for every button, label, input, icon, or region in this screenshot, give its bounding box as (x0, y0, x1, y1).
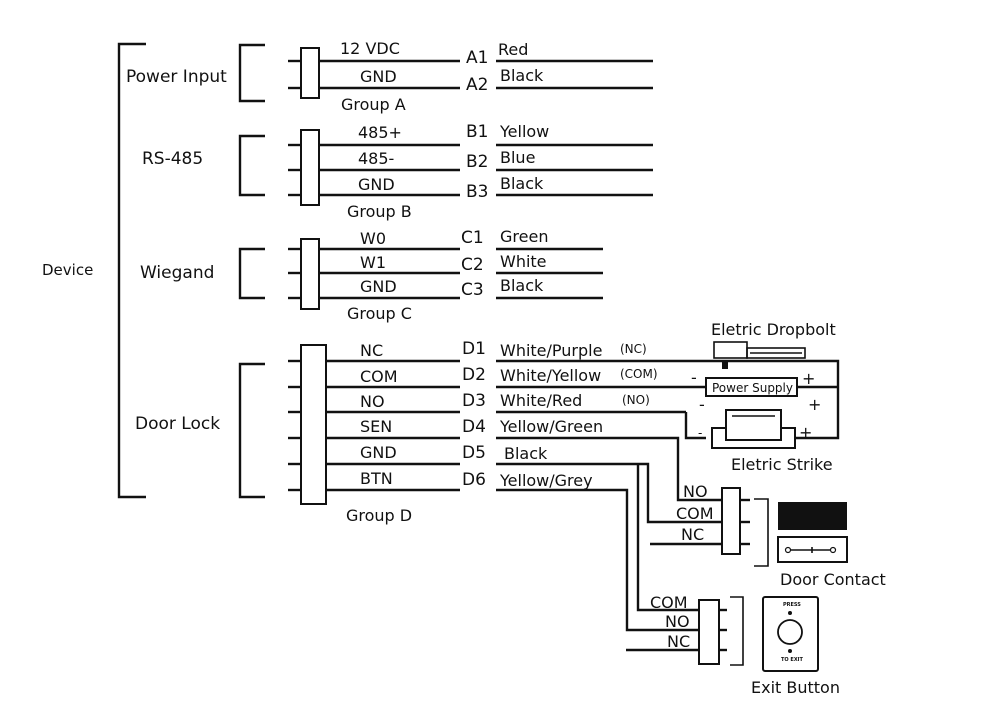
terminal-block-d (300, 344, 327, 505)
power-supply-label: Power Supply (712, 381, 793, 395)
dropbolt-icon (713, 341, 806, 369)
group-b: RS-485 485+ 485- GND B1 B2 B3 Yellow Blu… (142, 122, 653, 221)
wire-color: White/Yellow (500, 366, 601, 385)
exit-button-title: Exit Button (751, 678, 840, 697)
wire-color: Red (498, 40, 528, 59)
group-label-b: Group B (347, 202, 412, 221)
door-contact-terminal (721, 487, 741, 555)
exit-button-nc: NC (667, 632, 690, 651)
pin-id: A1 (466, 48, 488, 68)
terminal-label: 485+ (358, 123, 402, 142)
wire-note: (NC) (620, 342, 647, 356)
strike-minus-sign: - (698, 426, 702, 440)
pin-id: D6 (462, 470, 486, 490)
door-contact-no: NO (683, 482, 708, 501)
pin-id: D3 (462, 391, 486, 411)
exit-button-press-text: PRESS (783, 602, 801, 608)
device-bracket: Device (42, 42, 146, 499)
pin-id: A2 (466, 75, 488, 95)
door-contact-nc: NC (681, 525, 704, 544)
power-supply-box (705, 377, 798, 397)
section-rs485: RS-485 (142, 149, 203, 169)
terminal-label: GND (358, 175, 395, 194)
terminal-label: SEN (360, 417, 392, 436)
wire-color: White/Red (500, 391, 582, 410)
pin-id: C3 (461, 280, 484, 300)
wire-color: Yellow (499, 122, 549, 141)
wire-color: Black (504, 444, 548, 463)
ps-minus-sign-lower: - (699, 395, 705, 414)
wire-color: Black (500, 276, 544, 295)
wire-color: Blue (500, 148, 535, 167)
door-contact-wiring: NO COM NC Door Contact (496, 436, 886, 589)
terminal-label: GND (360, 443, 397, 462)
exit-button-icon: PRESS TO EXIT (762, 596, 819, 672)
pin-id: D2 (462, 365, 486, 385)
pin-id: D5 (462, 443, 486, 463)
wire-color: Black (500, 66, 544, 85)
group-d: Door Lock NC COM NO SEN GND BTN D1 D2 D3… (135, 339, 658, 525)
terminal-label: COM (360, 367, 398, 386)
terminal-label: NO (360, 392, 385, 411)
strike-label: Eletric Strike (731, 455, 833, 474)
group-label-d: Group D (346, 506, 412, 525)
pin-id: C1 (461, 228, 484, 248)
wire-note: (COM) (620, 367, 658, 381)
section-door-lock: Door Lock (135, 414, 220, 434)
terminal-block-a (300, 47, 320, 99)
exit-button-terminal (698, 599, 720, 665)
wire-color: Yellow/Grey (499, 471, 593, 490)
wire-color: Green (500, 227, 548, 246)
section-wiegand: Wiegand (140, 263, 214, 283)
terminal-label: 485- (358, 149, 394, 168)
wire-color: White/Purple (500, 341, 602, 360)
device-label: Device (42, 261, 93, 279)
exit-button-no: NO (665, 612, 690, 631)
terminal-label: BTN (360, 469, 393, 488)
pin-id: D4 (462, 417, 486, 437)
terminal-label: W0 (360, 229, 386, 248)
pin-id: B3 (466, 182, 488, 202)
terminal-block-b (300, 129, 320, 206)
strike-plus-sign: + (799, 423, 812, 442)
terminal-label: W1 (360, 253, 386, 272)
terminal-label: NC (360, 341, 383, 360)
door-contact-sensor-icon (777, 502, 848, 563)
wire-color: Black (500, 174, 544, 193)
door-contact-title: Door Contact (780, 570, 886, 589)
group-a: Power Input 12 VDC GND A1 A2 Red Black G… (126, 39, 653, 114)
terminal-block-c (300, 238, 320, 310)
pin-id: D1 (462, 339, 486, 359)
electric-strike-icon (711, 409, 796, 449)
door-contact-com: COM (676, 504, 714, 523)
wire-note: (NO) (622, 393, 650, 407)
exit-button-to-exit-text: TO EXIT (781, 657, 804, 663)
ps-plus-sign-lower: + (808, 395, 821, 414)
pin-id: C2 (461, 255, 484, 275)
lock-wiring: Eletric Dropbolt Power Supply - + - + - … (496, 320, 840, 474)
pin-id: B2 (466, 152, 488, 172)
ps-minus-sign: - (691, 368, 697, 387)
terminal-label: GND (360, 277, 397, 296)
terminal-label: GND (360, 67, 397, 86)
exit-button-wiring: COM NO NC PRESS TO EXIT Exit Button (496, 464, 840, 697)
exit-button-com: COM (650, 593, 688, 612)
ps-plus-sign: + (802, 369, 815, 388)
pin-id: B1 (466, 122, 488, 142)
wire-color: White (500, 252, 547, 271)
group-label-c: Group C (347, 304, 412, 323)
wire-color: Yellow/Green (499, 417, 603, 436)
section-power-input: Power Input (126, 67, 227, 87)
dropbolt-label: Eletric Dropbolt (711, 320, 836, 339)
group-label-a: Group A (341, 95, 406, 114)
terminal-label: 12 VDC (340, 39, 400, 58)
group-c: Wiegand W0 W1 GND C1 C2 C3 Green White B… (140, 227, 603, 323)
